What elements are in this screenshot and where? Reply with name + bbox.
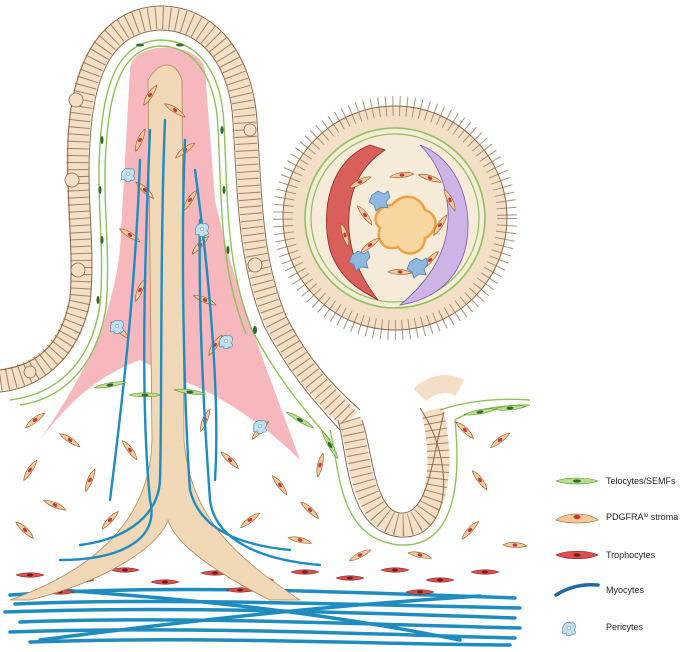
legend-item-myocytes: Myocytes — [556, 585, 645, 595]
legend-item-pericytes: Pericytes — [562, 622, 643, 636]
trophocyte-legend-icon — [556, 551, 598, 559]
legend-label-telocytes: Telocytes/SEMFs — [606, 476, 676, 486]
legend-item-trophocytes: Trophocytes — [556, 550, 656, 560]
legend-item-telocytes: Telocytes/SEMFs — [556, 476, 676, 486]
stroma-legend-icon — [556, 514, 598, 523]
legend-label-stroma: PDGFRAlo stroma — [606, 512, 678, 522]
legend-label-trophocytes: Trophocytes — [606, 550, 656, 560]
legend: Telocytes/SEMFs PDGFRAlo stroma Trophocy… — [556, 476, 678, 636]
muscularis-myocyte-layer — [5, 589, 520, 645]
legend-item-stroma: PDGFRAlo stroma — [556, 512, 678, 523]
pericyte-legend-icon — [562, 622, 575, 635]
telocyte-legend-icon — [556, 478, 598, 484]
legend-label-stroma-rest: stroma — [648, 512, 678, 522]
villus-cross-section — [283, 106, 507, 330]
myocyte-legend-icon — [556, 585, 598, 595]
legend-label-pericytes: Pericytes — [606, 622, 644, 632]
legend-label-myocytes: Myocytes — [606, 585, 645, 595]
legend-label-stroma-main: PDGFRA — [606, 512, 644, 522]
